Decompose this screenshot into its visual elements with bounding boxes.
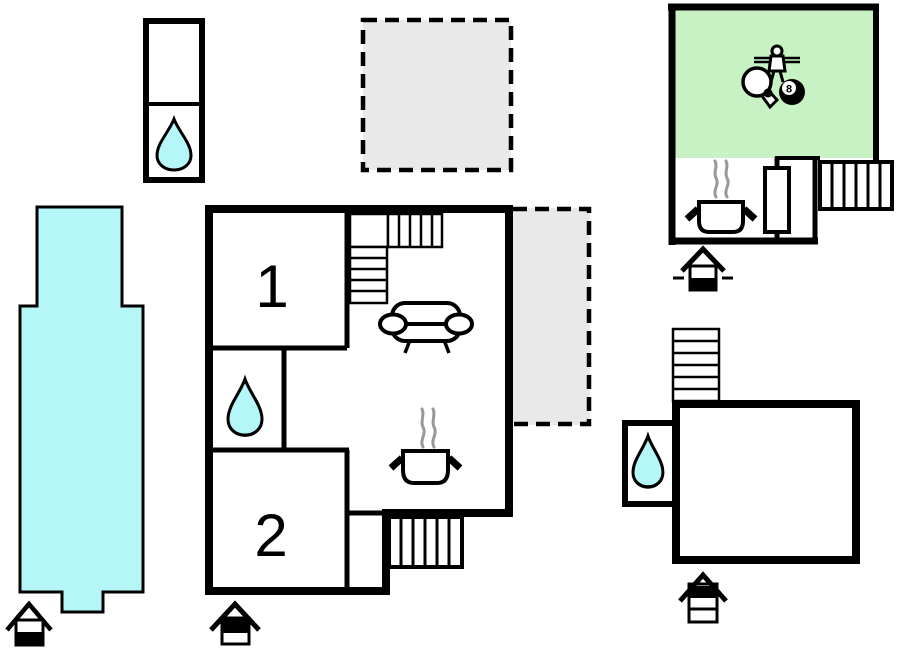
annex-building-top-left xyxy=(143,18,205,183)
steam-icon xyxy=(431,407,437,449)
pool-water xyxy=(18,205,145,614)
stove-game-building xyxy=(684,159,758,234)
terrace-right xyxy=(512,206,592,427)
game-building: 8 xyxy=(668,3,894,245)
main-house: 1 2 xyxy=(205,205,513,595)
terrace-right-fill xyxy=(512,208,590,425)
stairs-icon xyxy=(348,212,444,305)
table-tennis-paddle-icon xyxy=(741,66,780,110)
annex-walls xyxy=(143,18,205,183)
cooking-pot-icon xyxy=(401,449,450,485)
stairs-landing xyxy=(348,212,390,249)
guest-entrance-icon xyxy=(678,571,728,624)
paddle-ball xyxy=(763,88,773,98)
stairs-run-horizontal xyxy=(386,212,444,249)
house-entrance-icon xyxy=(209,600,261,646)
sofa-armrest xyxy=(378,312,408,336)
foosball-player-icon xyxy=(754,44,800,83)
entrance-roof xyxy=(680,245,726,273)
terrace-right-border xyxy=(513,206,592,427)
ball-number: 8 xyxy=(786,84,792,96)
pot-handle xyxy=(446,455,463,471)
pot-handle xyxy=(684,206,701,222)
game-entrance-icon xyxy=(673,245,733,292)
steam-icon xyxy=(713,159,719,199)
entrance-fill xyxy=(222,618,249,633)
ball-circle xyxy=(782,81,796,95)
player-leg xyxy=(778,70,785,83)
player-torso xyxy=(767,54,787,73)
game-room-floor xyxy=(675,10,873,158)
sofa-icon xyxy=(378,301,474,354)
entrance-roof xyxy=(209,600,261,632)
room1-label: 1 xyxy=(255,253,288,320)
stairs-icon-game xyxy=(818,160,894,211)
steam-icon xyxy=(724,159,730,199)
entrance-roof xyxy=(678,571,728,603)
sofa-armrest xyxy=(444,312,474,336)
entrance-fill xyxy=(691,278,715,289)
billiard-8-ball-icon: 8 xyxy=(779,79,805,105)
paddle-face xyxy=(741,66,773,98)
pool-entrance-icon xyxy=(5,600,53,647)
water-drop-icon xyxy=(155,114,193,172)
steam-icon xyxy=(420,407,426,449)
stove-house xyxy=(388,407,463,485)
water-drop-icon xyxy=(631,431,665,489)
entrance-fill xyxy=(690,586,716,598)
room2-label: 2 xyxy=(254,502,287,569)
stairs-icon-bottom xyxy=(387,515,464,569)
terrace-top xyxy=(360,17,514,173)
guest-building xyxy=(622,327,860,564)
door-leaf xyxy=(763,166,791,234)
entrance-fill xyxy=(17,632,42,644)
guest-main-room xyxy=(672,400,860,564)
water-drop-icon xyxy=(226,374,264,437)
pot-handle xyxy=(388,455,405,471)
swimming-pool xyxy=(18,205,145,614)
cooking-pot-icon xyxy=(697,200,745,234)
stairs-run-vertical xyxy=(348,245,389,305)
stairs-icon-guest xyxy=(671,327,721,403)
pot-handle xyxy=(741,206,758,222)
